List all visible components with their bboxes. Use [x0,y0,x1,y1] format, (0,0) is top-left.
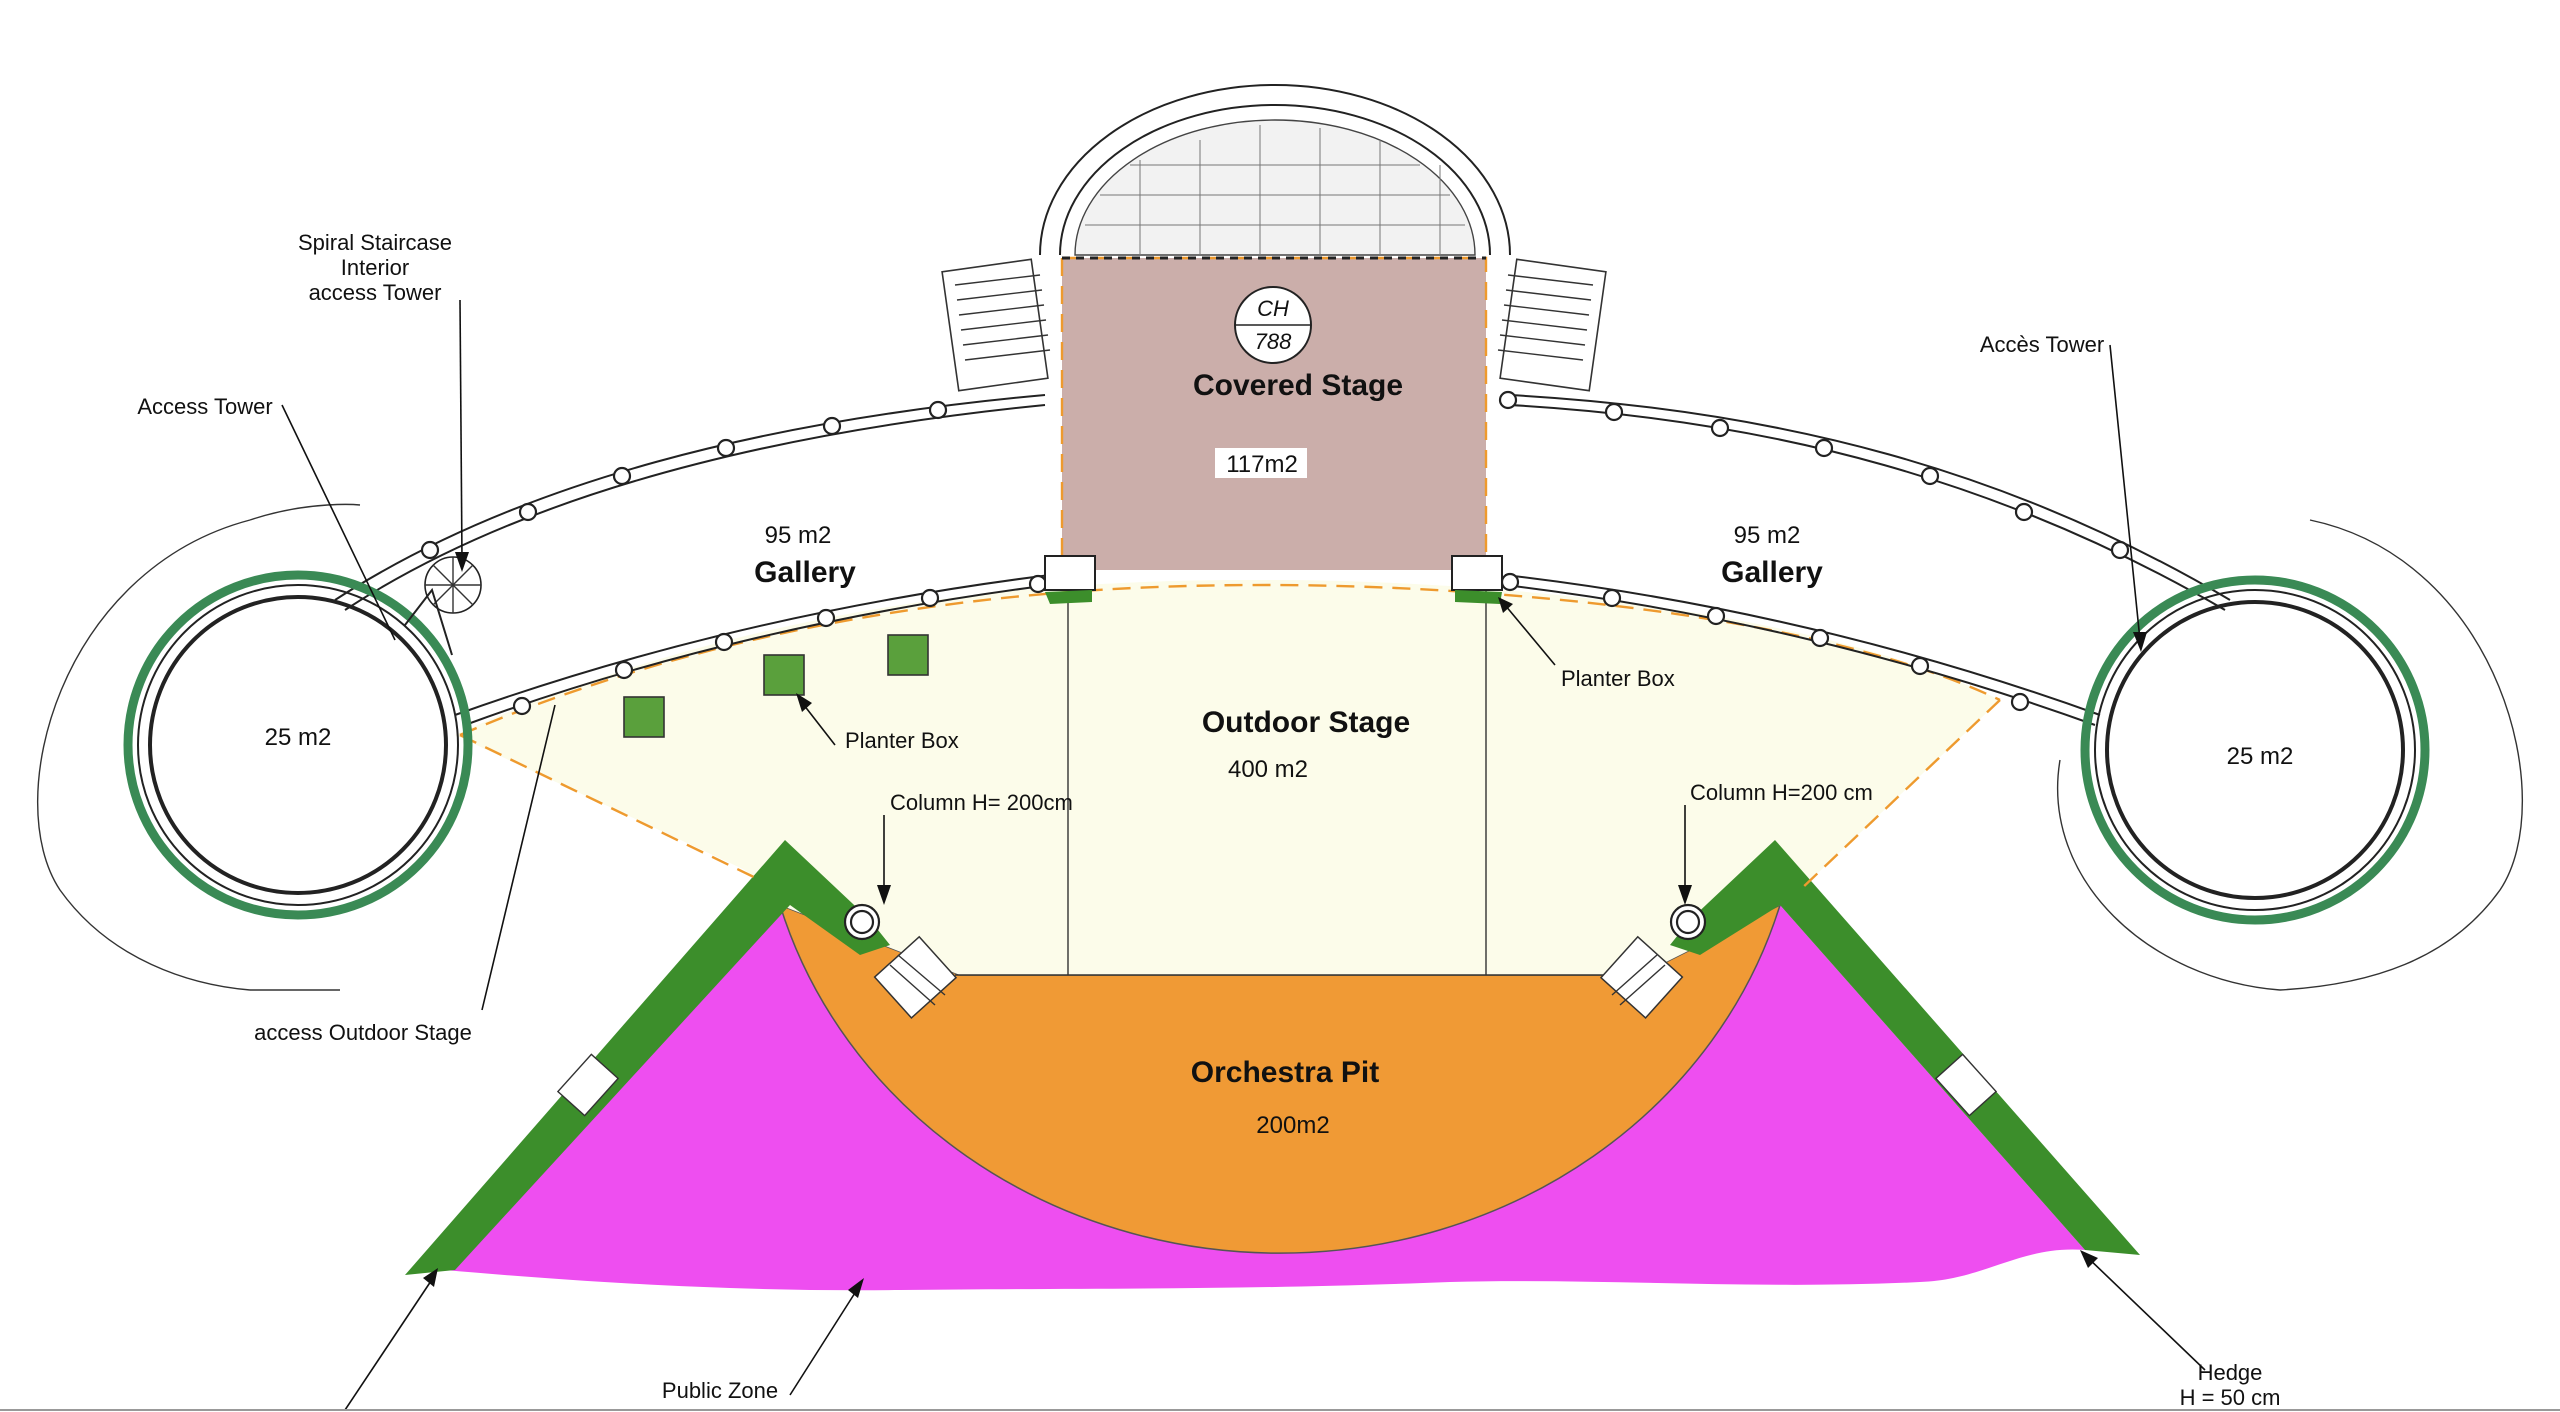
access-tower-left-label: Access Tower [137,394,272,419]
covered-stage-area-box [1215,448,1307,478]
spiral-staircase-label-1: Spiral Staircase [298,230,452,255]
tower-right-area: 25 m2 [2227,743,2294,770]
ch-badge-top: CH [1257,296,1289,321]
tile-grid [1085,125,1465,255]
gallery-left [334,394,1051,726]
column-right [1669,903,1707,941]
spiral-staircase-label-3: access Tower [309,280,442,305]
acces-tower-right-label: Accès Tower [1980,332,2104,357]
leader-arrowheads [423,552,2147,1298]
ch-badge: CH 788 [1234,286,1312,364]
planter-box-stage-right [1451,555,1503,591]
hedge-gap-right [1934,1053,1998,1117]
stair-pit-left [873,935,958,1019]
tower-left [36,503,473,991]
gallery-left-title: Gallery [754,556,856,589]
spiral-staircase-icon [404,556,482,656]
gallery-columns [420,390,2130,716]
covered-stage-tile-floor [1074,119,1476,256]
planter-green-right [1455,590,1502,604]
hedge-label-1: Hedge [2198,1360,2263,1385]
column-left [843,903,881,941]
orchestra-pit-area [778,903,1782,1254]
orchestra-pit-area-label: 200m2 [1256,1112,1329,1139]
orchestra-pit-title: Orchestra Pit [1191,1056,1379,1089]
planter-box-stage-left [1044,555,1096,591]
planter-box-group [623,634,929,738]
hedge-gap-left [556,1053,620,1117]
covered-stage-dome-inner [1059,104,1491,256]
covered-stage-dome-outer [1039,84,1511,256]
gallery-right-area: 95 m2 [1734,522,1801,549]
tower-right [2057,519,2524,991]
gallery-left-area: 95 m2 [765,522,832,549]
planter-box-left-label: Planter Box [845,728,959,753]
hedge-right [1670,840,2140,1255]
covered-stage-area-label: 117m2 [1226,451,1298,478]
planter-box-right-label: Planter Box [1561,666,1675,691]
outdoor-stage-area-label: 400 m2 [1228,756,1308,783]
gallery-right-title: Gallery [1721,556,1823,589]
tower-left-area: 25 m2 [265,724,332,751]
access-outdoor-stage-label: access Outdoor Stage [254,1020,472,1045]
planter-green-left [1045,590,1092,604]
stair-pit-right [1599,935,1684,1019]
spiral-staircase-label-2: Interior [341,255,409,280]
hedge-left [405,840,890,1275]
column-right-label: Column H=200 cm [1690,780,1873,805]
covered-stage-title: Covered Stage [1193,369,1403,402]
outdoor-stage-title: Outdoor Stage [1202,706,1410,739]
leader-lines [281,299,2206,1411]
stair-covered-left [941,258,1051,392]
column-left-label: Column H= 200cm [890,790,1073,815]
stair-covered-right [1497,258,1607,392]
hedge-label-2: H = 50 cm [2180,1385,2281,1410]
outdoor-stage-area [455,580,2000,975]
ch-badge-bottom: 788 [1255,329,1292,354]
public-zone-label: Public Zone [662,1378,778,1403]
